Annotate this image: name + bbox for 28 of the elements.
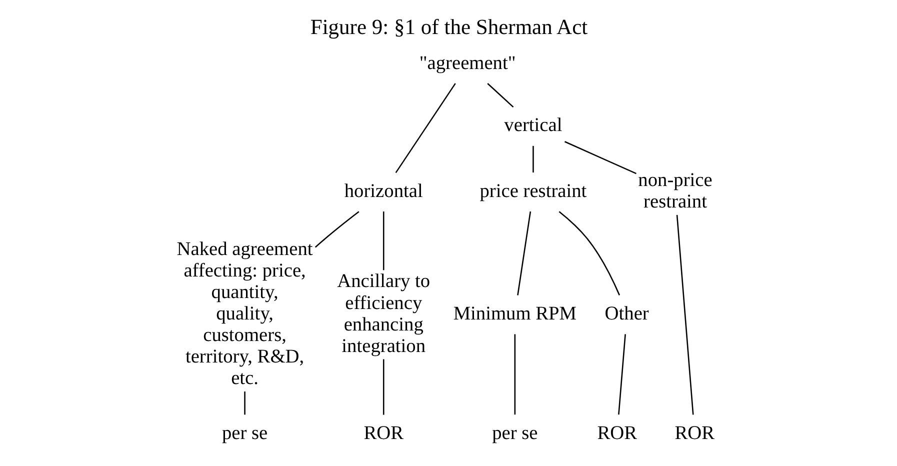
connector — [382, 211, 384, 270]
connector — [618, 334, 626, 415]
node-text: horizontal — [344, 180, 422, 202]
node-text: ROR — [596, 422, 637, 444]
diagram-title: Figure 9: §1 of the Sherman Act — [310, 14, 588, 39]
connector — [382, 359, 384, 415]
connector — [486, 83, 514, 108]
node-text: ROR — [363, 422, 404, 444]
node-text: per se — [221, 422, 268, 444]
node-text: vertical — [504, 115, 562, 136]
node-text: Other — [604, 304, 648, 325]
connector — [532, 146, 534, 172]
node-text: price restraint — [479, 180, 586, 202]
connector — [394, 83, 456, 174]
connector — [314, 211, 359, 248]
node-text: ROR — [674, 422, 714, 444]
node-text: per se — [492, 422, 538, 444]
connector — [514, 334, 516, 415]
node-text: Naked agreement affecting: price, quantity, quality, customers, territory, R&D, etc. — [176, 238, 312, 390]
node-text: Ancillary to efficiency enhancing integration — [336, 271, 430, 357]
node-text: Minimum RPM — [452, 304, 576, 325]
connector — [558, 211, 620, 296]
connector — [564, 141, 636, 174]
connector — [676, 214, 694, 415]
connector — [516, 211, 531, 296]
node-text: non-price restraint — [638, 170, 712, 213]
node-text: "agreement" — [418, 52, 516, 74]
connector — [244, 391, 245, 415]
